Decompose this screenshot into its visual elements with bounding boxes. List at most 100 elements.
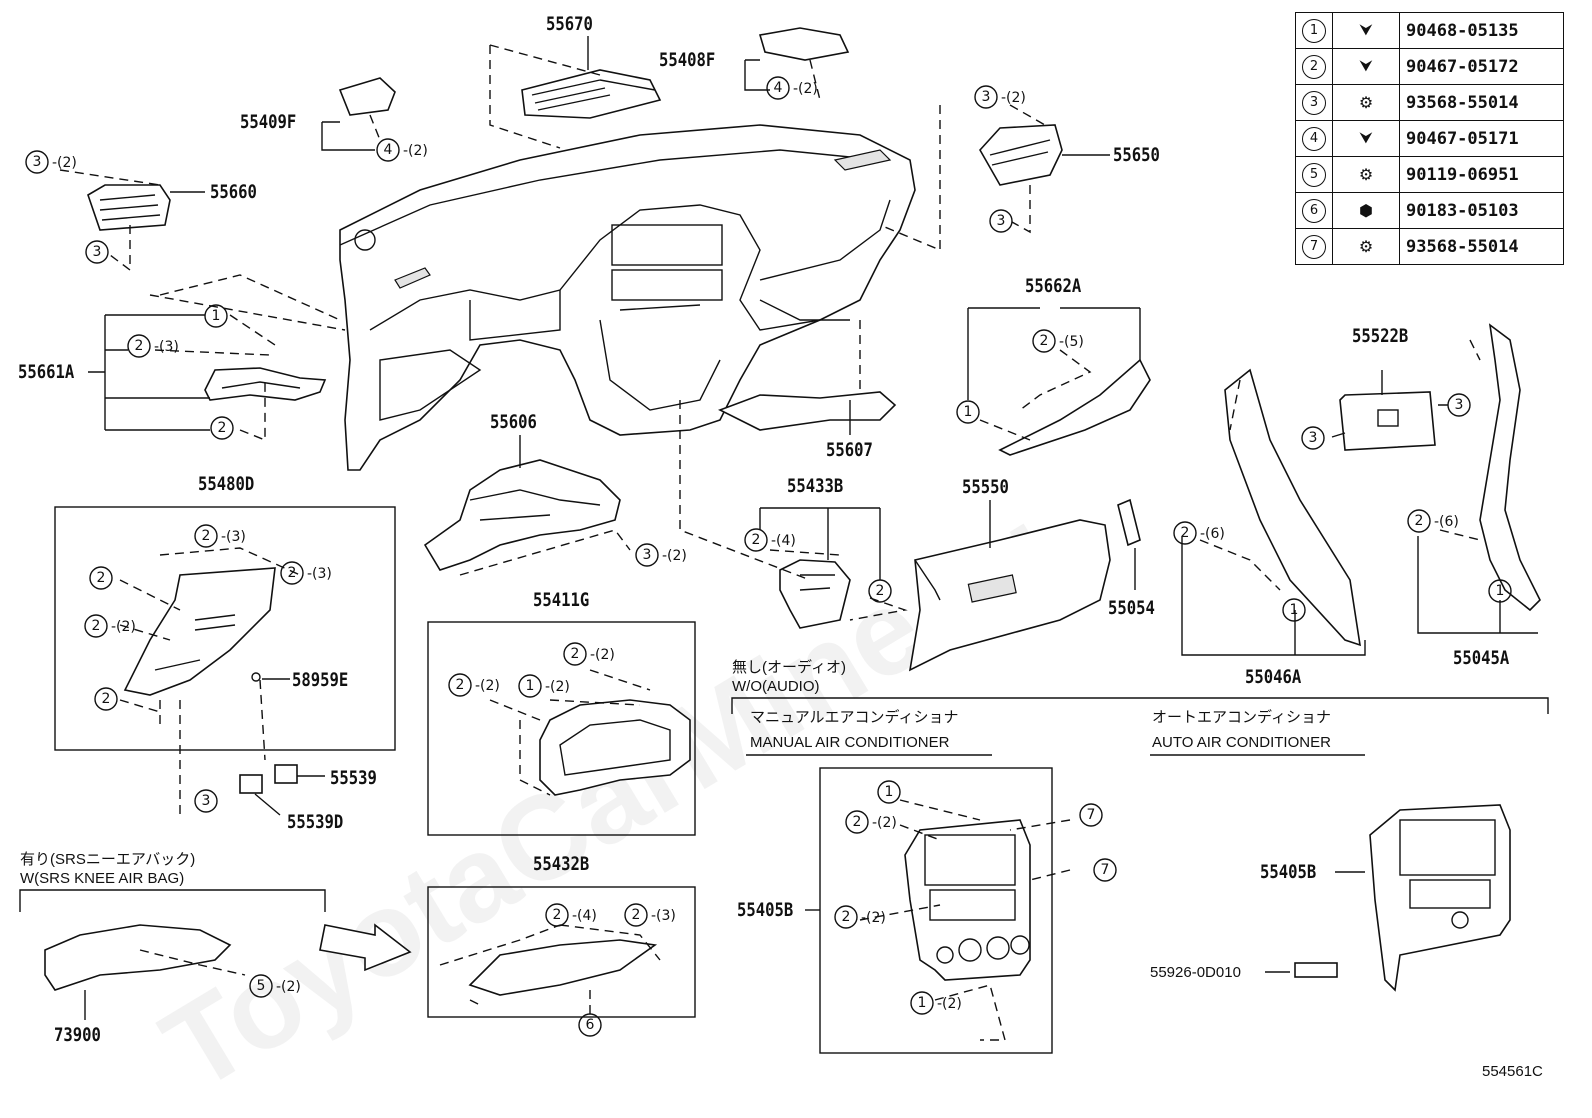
part-number: 90467-05172 [1399, 48, 1564, 85]
box-55432B [427, 886, 696, 1018]
clip-icon: ⮟ [1359, 129, 1373, 147]
module-55522B [1331, 370, 1448, 451]
center-vent-55670 [489, 36, 662, 149]
label-55539: 55539 [330, 767, 377, 789]
svg-text:2: 2 [571, 646, 580, 662]
callouts: 3-(2) 3 4-(2) 4-(2) 3-(2) 3 1 2-(3) 2 2-… [25, 76, 1512, 1037]
box-55405B-manual [805, 767, 1071, 1054]
reference-code: 554561C [1482, 1063, 1543, 1080]
trim-55433B [679, 400, 908, 629]
svg-text:1: 1 [918, 995, 927, 1011]
screw-icon: ⚙ [1358, 94, 1374, 112]
svg-text:1: 1 [212, 308, 221, 324]
svg-text:4: 4 [774, 80, 783, 96]
svg-text:-(2): -(2) [403, 143, 428, 159]
row-number: 1 [1302, 18, 1326, 43]
svg-text:-(3): -(3) [154, 339, 179, 355]
switches-55539 [239, 764, 325, 816]
trim-55046A [1181, 368, 1366, 656]
note-knee-bag-en: W(SRS KNEE AIR BAG) [20, 870, 185, 887]
svg-text:1: 1 [526, 678, 535, 694]
row-number: 2 [1302, 54, 1326, 79]
label-55045A: 55045A [1453, 647, 1510, 669]
knee-airbag-73900 [19, 889, 412, 1020]
svg-text:-(2): -(2) [872, 815, 897, 831]
label-55054: 55054 [1108, 597, 1155, 619]
note-manual-ac-jp: マニュアルエアコンディショナ [750, 709, 959, 726]
label-55539D: 55539D [287, 811, 344, 833]
svg-text:-(5): -(5) [1059, 334, 1084, 350]
screw-icon: ⚙ [1358, 238, 1374, 256]
svg-text:3: 3 [982, 89, 991, 105]
svg-text:-(2): -(2) [52, 155, 77, 171]
part-number: 90183-05103 [1399, 192, 1564, 229]
label-55926: 55926-0D010 [1150, 964, 1241, 981]
row-number: 7 [1302, 234, 1326, 259]
note-manual-ac-en: MANUAL AIR CONDITIONER [750, 734, 950, 751]
instrument-panel [339, 124, 916, 471]
label-55522B: 55522B [1352, 325, 1409, 347]
table-row: 1⮟90468-05135 [1295, 12, 1564, 49]
svg-text:-(3): -(3) [307, 566, 332, 582]
label-55662A: 55662A [1025, 275, 1082, 297]
nut-icon: ⬢ [1359, 202, 1373, 220]
svg-text:-(3): -(3) [651, 908, 676, 924]
bolt-icon: ⚙ [1358, 166, 1374, 184]
svg-text:3: 3 [997, 213, 1006, 229]
box-55411G [427, 621, 696, 836]
label-73900: 73900 [54, 1024, 101, 1046]
svg-text:1: 1 [1496, 583, 1505, 599]
svg-text:-(2): -(2) [793, 81, 818, 97]
part-number: 93568-55014 [1399, 228, 1564, 265]
svg-text:3: 3 [1309, 430, 1318, 446]
svg-text:-(4): -(4) [572, 908, 597, 924]
svg-text:-(2): -(2) [1001, 90, 1026, 106]
label-55409F: 55409F [240, 111, 297, 133]
clip-icon: ⮟ [1359, 21, 1373, 39]
side-vent-55650 [879, 104, 1110, 252]
part-number: 93568-55014 [1399, 84, 1564, 121]
svg-text:-(2): -(2) [662, 548, 687, 564]
row-number: 4 [1302, 126, 1326, 151]
note-knee-bag-jp: 有り(SRSニーエアバック) [20, 851, 196, 868]
fastener-table: 1⮟90468-05135 2⮟90467-05172 3⚙93568-5501… [1295, 12, 1564, 265]
trim-55045A [1417, 323, 1541, 634]
glovebox-55550 [908, 500, 1111, 672]
svg-text:2: 2 [218, 420, 227, 436]
cover-55408F [744, 27, 850, 101]
label-55660: 55660 [210, 181, 257, 203]
svg-text:2: 2 [456, 677, 465, 693]
svg-text:2: 2 [842, 909, 851, 925]
svg-text:-(2): -(2) [475, 678, 500, 694]
svg-text:1: 1 [964, 404, 973, 420]
row-number: 5 [1302, 162, 1326, 187]
note-auto-ac-en: AUTO AIR CONDITIONER [1152, 734, 1331, 751]
svg-text:7: 7 [1087, 807, 1096, 823]
label-55405B-auto: 55405B [1260, 861, 1317, 883]
svg-text:2: 2 [1415, 513, 1424, 529]
svg-text:1: 1 [885, 784, 894, 800]
label-55661A: 55661A [18, 361, 75, 383]
label-55046A: 55046A [1245, 666, 1302, 688]
svg-text:2: 2 [752, 532, 761, 548]
svg-text:2: 2 [1040, 333, 1049, 349]
table-row: 6⬢90183-05103 [1295, 192, 1564, 229]
table-row: 4 ⮟ 90467-05171 [1295, 120, 1564, 157]
svg-text:3: 3 [643, 547, 652, 563]
svg-text:2: 2 [97, 570, 106, 586]
svg-text:-(2): -(2) [590, 647, 615, 663]
svg-text:7: 7 [1101, 862, 1110, 878]
svg-text:-(2): -(2) [937, 996, 962, 1012]
svg-text:-(2): -(2) [861, 910, 886, 926]
part-number: 90467-05171 [1399, 120, 1564, 157]
part-number: 90119-06951 [1399, 156, 1564, 193]
svg-text:2: 2 [202, 528, 211, 544]
label-55408F: 55408F [659, 49, 716, 71]
svg-text:-(4): -(4) [771, 533, 796, 549]
label-55411G: 55411G [533, 589, 590, 611]
label-55650: 55650 [1113, 144, 1160, 166]
table-row: 7 ⚙ 93568-55014 [1295, 228, 1564, 265]
svg-text:2: 2 [632, 907, 641, 923]
box-55480D [54, 506, 396, 820]
svg-text:-(6): -(6) [1434, 514, 1459, 530]
